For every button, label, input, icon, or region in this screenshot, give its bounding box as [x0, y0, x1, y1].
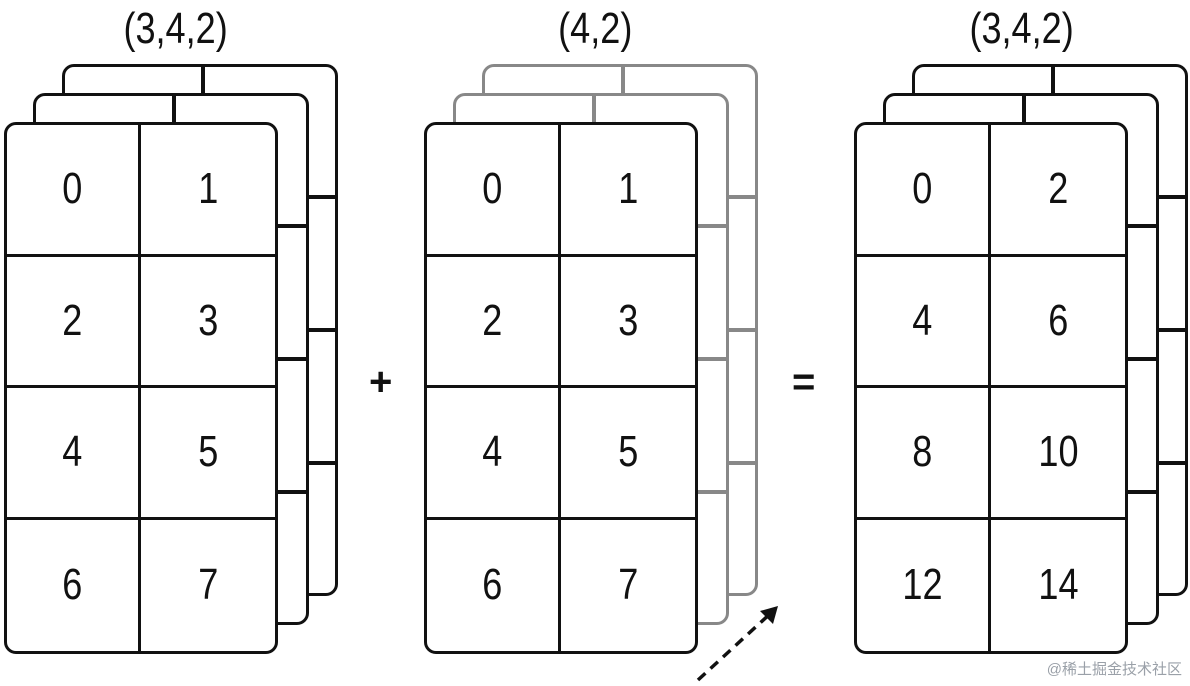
- matrix-cell: 4: [7, 388, 141, 520]
- matrix-cell: 6: [427, 519, 561, 651]
- cell-value: 6: [62, 560, 83, 610]
- matrix-cell: 2: [991, 125, 1125, 257]
- cell-value: 3: [197, 295, 219, 345]
- matrix-cell: 6: [7, 519, 141, 651]
- cell-value: 1: [617, 164, 639, 214]
- tensor-layer-front: 0 1 2 3 4 5 6 7: [424, 122, 698, 654]
- cell-value: 4: [482, 427, 503, 477]
- cell-value: 6: [482, 560, 503, 610]
- tensor-layer-front: 0 1 2 3 4 5 6 7: [4, 122, 278, 654]
- shape-label-left: (3,4,2): [123, 4, 228, 53]
- matrix-cell: 4: [857, 256, 991, 388]
- cell-value: 4: [62, 427, 83, 477]
- cell-value: 12: [902, 560, 943, 610]
- matrix-cell: 4: [427, 388, 561, 520]
- watermark: @稀土掘金技术社区: [1046, 661, 1182, 678]
- matrix-cell: 7: [561, 520, 695, 652]
- cell-value: 6: [1047, 295, 1069, 345]
- cell-value: 2: [62, 295, 83, 345]
- cell-value: 7: [617, 560, 639, 610]
- cell-value: 5: [197, 427, 219, 477]
- cell-value: 7: [197, 560, 219, 610]
- cell-value: 2: [482, 295, 503, 345]
- equals-operator: =: [792, 360, 816, 404]
- matrix-cell: 14: [991, 520, 1125, 652]
- matrix-cell: 2: [427, 256, 561, 388]
- matrix-cell: 8: [857, 388, 991, 520]
- matrix-cell: 3: [561, 257, 695, 388]
- matrix-cell: 0: [427, 125, 561, 257]
- cell-value: 3: [617, 295, 639, 345]
- cell-value: 1: [197, 164, 219, 214]
- cell-value: 2: [1047, 164, 1069, 214]
- matrix-cell: 1: [141, 125, 275, 257]
- matrix-cell: 2: [7, 256, 141, 388]
- matrix-cell: 6: [991, 257, 1125, 388]
- matrix-cell: 0: [7, 125, 141, 257]
- cell-value: 0: [912, 164, 933, 214]
- cell-value: 0: [482, 164, 503, 214]
- matrix-cell: 0: [857, 125, 991, 257]
- tensor-layer-front: 0 2 4 6 8 10 12 14: [854, 122, 1128, 654]
- matrix-cell: 12: [857, 519, 991, 651]
- matrix-cell: 10: [991, 388, 1125, 520]
- cell-value: 0: [62, 164, 83, 214]
- matrix-cell: 1: [561, 125, 695, 257]
- cell-value: 10: [1037, 427, 1079, 477]
- cell-value: 14: [1037, 560, 1079, 610]
- cell-value: 4: [912, 295, 933, 345]
- cell-value: 8: [912, 427, 933, 477]
- matrix-cell: 3: [141, 257, 275, 388]
- shape-label-middle: (4,2): [558, 4, 633, 53]
- matrix-cell: 5: [561, 388, 695, 520]
- broadcast-arrow-icon: [696, 606, 778, 682]
- cell-value: 5: [617, 427, 639, 477]
- plus-operator: +: [369, 360, 393, 404]
- matrix-cell: 7: [141, 520, 275, 652]
- matrix-cell: 5: [141, 388, 275, 520]
- shape-label-right: (3,4,2): [969, 4, 1074, 53]
